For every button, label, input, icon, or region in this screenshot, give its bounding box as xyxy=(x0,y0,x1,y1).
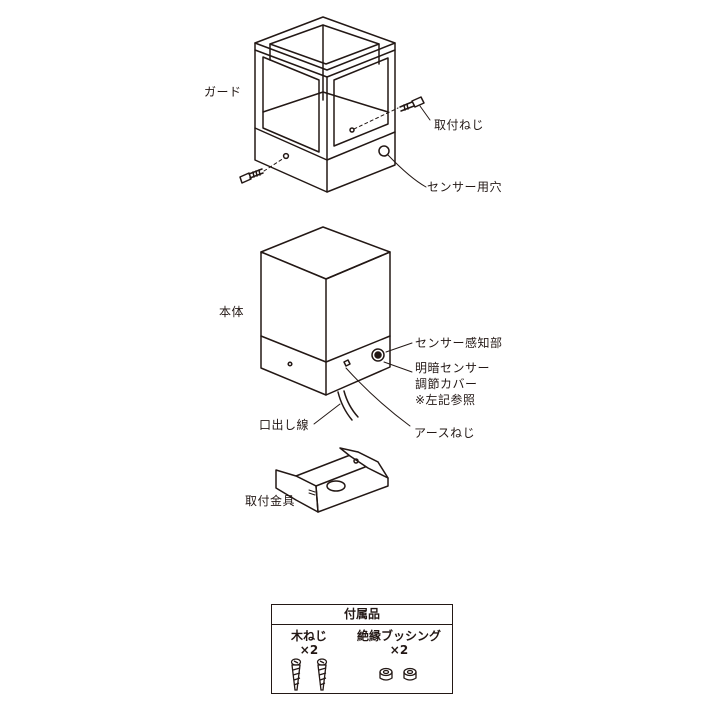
label-lead-wire: 口出し線 xyxy=(259,418,310,432)
accessories-title: 付属品 xyxy=(272,605,452,625)
guard-frame xyxy=(254,16,396,193)
accessory-qty: ×2 xyxy=(299,643,319,657)
leader-mounting-screw xyxy=(419,105,431,121)
label-guard: ガード xyxy=(204,85,242,99)
accessory-name: 木ねじ xyxy=(290,629,327,643)
label-earth-screw: アースねじ xyxy=(414,426,476,440)
leader-sensor-hole xyxy=(387,154,427,188)
earth-screw xyxy=(343,359,351,367)
guard-screw-right xyxy=(399,96,425,112)
guard-screw-left xyxy=(239,168,264,184)
insulation-bushing-icon xyxy=(379,667,393,681)
guard-screw-hole-left xyxy=(282,152,290,160)
label-sensor-hole: センサー用穴 xyxy=(427,180,503,194)
accessories-box: 付属品 木ねじ ×2 絶縁ブッシング ×2 xyxy=(271,604,453,694)
label-mounting-screw: 取付ねじ xyxy=(434,118,485,132)
label-light-sensor-2: 調節カバー xyxy=(415,377,478,391)
accessory-name: 絶縁ブッシング xyxy=(356,629,441,643)
bracket-hole-small xyxy=(353,458,359,464)
bracket-center-hole xyxy=(326,480,346,492)
guard-sensor-hole xyxy=(378,145,390,157)
label-sensor-part: センサー感知部 xyxy=(415,336,503,350)
insulation-bushing-icon xyxy=(403,667,417,681)
accessory-qty: ×2 xyxy=(389,643,409,657)
body-unit xyxy=(260,226,391,396)
sensor-knob xyxy=(371,348,385,362)
label-light-sensor-3: ※左記参照 xyxy=(415,393,476,407)
body-screw-hole xyxy=(287,361,293,367)
label-light-sensor-1: 明暗センサー xyxy=(415,361,491,375)
label-bracket: 取付金具 xyxy=(245,494,296,508)
wood-screw-icon xyxy=(316,658,328,691)
lead-wires xyxy=(337,390,359,421)
guard-screw-hole-right xyxy=(349,127,355,133)
wood-screw-icon xyxy=(290,658,302,691)
label-body: 本体 xyxy=(219,305,245,319)
